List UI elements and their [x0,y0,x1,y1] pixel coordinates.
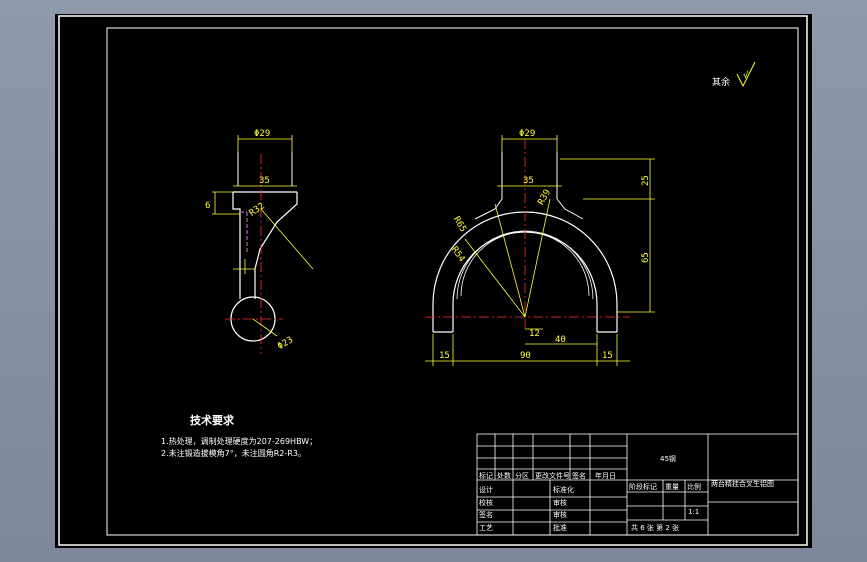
right-dim-40: 40 [555,335,566,345]
title-block [476,433,799,536]
title-material: 45钢 [660,454,676,463]
right-dim-90: 90 [520,351,531,361]
tech-requirements: 技术要求 1.热处理，调制处理硬度为207-269HBW； 2.未注锻造拔模角7… [161,413,317,458]
right-dim-right-15: 15 [602,351,613,361]
left-dim-hole: Φ23 [276,335,295,352]
hdr-sign: 签名 [572,471,586,480]
finish-value: √ [743,70,749,81]
tech-title: 技术要求 [190,413,235,427]
left-view: Φ29 35 6 R32 Φ23 [205,129,314,354]
title-block-text: 45钢 两台精挂合叉生铝图 标记 处数 分区 更改文件号 签名 年月日 设计 标… [479,454,774,532]
tech-line-1: 1.热处理，调制处理硬度为207-269HBW； [161,436,317,446]
tb-design: 设计 [479,485,493,494]
right-view: R65 R54 R39 Φ29 35 25 65 12 40 15 90 15 [425,129,655,366]
right-dim-height-total: 65 [641,252,651,263]
cad-drawing: 其余 √ Φ29 35 6 R32 [58,15,808,546]
tb-stage: 阶段标记 [629,482,657,491]
tb-scale-value: 1:1 [688,508,699,516]
tb-sheets: 共 6 张 第 2 张 [631,523,679,532]
hdr-count: 处数 [497,471,511,480]
tech-line-2: 2.未注锻造拔模角7°，未注圆角R2-R3。 [161,448,306,458]
left-dim-top: Φ29 [254,129,270,139]
surface-finish-symbol: 其余 √ [712,61,756,88]
tb-weight: 重量 [665,483,679,491]
right-dim-height-top: 25 [641,175,651,186]
tb-standardize: 标准化 [553,485,574,494]
left-dim-radius: R32 [248,201,267,219]
right-dim-r-outer: R65 [451,215,468,234]
right-dim-left-15: 15 [439,351,450,361]
tb-review: 审核 [553,510,567,519]
tb-row-label-1: 校核 [479,498,493,507]
left-dim-small: 6 [205,201,210,211]
outer-frame [58,15,808,546]
hdr-file: 更改文件号 [535,471,570,480]
hdr-date: 年月日 [595,471,616,480]
right-dim-width: 35 [523,176,534,186]
right-dim-top: Φ29 [519,129,535,139]
tb-approve: 批准 [553,523,567,532]
tb-scale-label: 比例 [687,482,701,491]
tb-row-label-2: 签名 [479,510,493,519]
tb-process: 工艺 [479,524,493,532]
drawing-viewport[interactable]: 其余 √ Φ29 35 6 R32 [55,14,812,548]
surface-finish-label: 其余 [712,76,730,88]
tb-check: 审核 [553,498,567,507]
right-dim-r-inner: R54 [449,245,467,264]
inner-frame [106,27,799,536]
hdr-mark: 标记 [479,471,493,480]
right-dim-offset: 12 [529,329,540,339]
hdr-zone: 分区 [515,471,529,480]
title-part-name: 两台精挂合叉生铝图 [711,479,774,488]
left-dim-width: 35 [259,176,270,186]
right-dim-r-small: R39 [536,188,553,207]
